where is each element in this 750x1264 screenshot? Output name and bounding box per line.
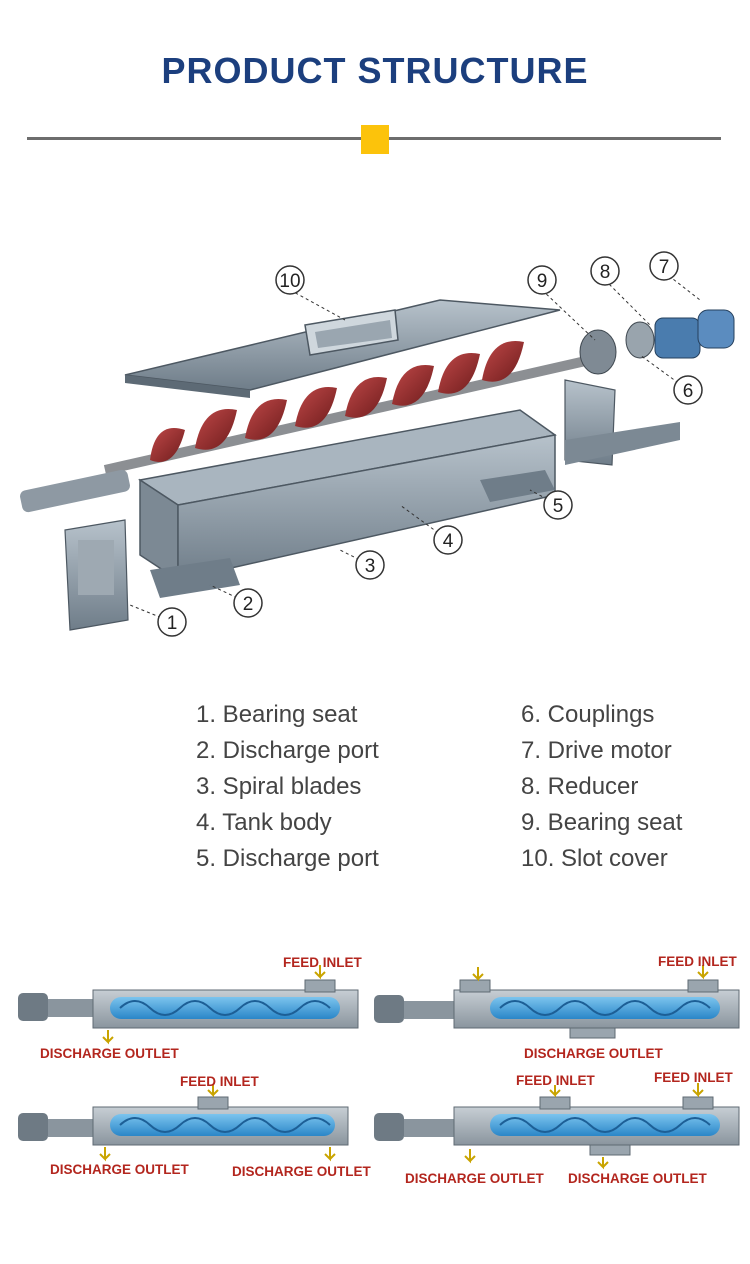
callout-1: 1: [167, 613, 178, 634]
v3-discharge-outlet-a: DISCHARGE OUTLET: [50, 1162, 190, 1177]
part-item: 8. Reducer: [521, 773, 639, 800]
v2-feed-inlet: FEED INLET: [658, 954, 738, 969]
parts-list-left: 1. Bearing seat 2. Discharge port 3. Spi…: [196, 697, 379, 877]
part-item: 10. Slot cover: [521, 845, 668, 872]
callout-2: 2: [243, 594, 254, 615]
part-item: 3. Spiral blades: [196, 773, 362, 800]
parts-list-right: 6. Couplings 7. Drive motor 8. Reducer 9…: [521, 697, 682, 877]
callout-7: 7: [659, 257, 670, 278]
slot-cover: [124, 299, 561, 398]
variant-2: FEED INLET DISCHARGE OUTLET: [374, 954, 740, 1061]
end-plate-right: [564, 379, 680, 466]
v4-discharge-outlet-a: DISCHARGE OUTLET: [405, 1171, 545, 1186]
callout-3: 3: [365, 556, 376, 577]
callout-9: 9: [537, 271, 548, 292]
part-item: 5. Discharge port: [196, 845, 379, 872]
v1-discharge-outlet: DISCHARGE OUTLET: [40, 1046, 180, 1061]
callout-5: 5: [553, 496, 564, 517]
v4-feed-inlet-b: FEED INLET: [654, 1070, 734, 1085]
accent-square: [361, 125, 389, 154]
page-title: PRODUCT STRUCTURE: [161, 50, 589, 91]
callout-8: 8: [600, 262, 611, 283]
bearing-seat-left: [20, 469, 130, 631]
v4-feed-inlet-a: FEED INLET: [516, 1073, 596, 1088]
v1-feed-inlet: FEED INLET: [283, 955, 363, 970]
part-item: 4. Tank body: [196, 809, 332, 836]
v2-discharge-outlet: DISCHARGE OUTLET: [524, 1046, 664, 1061]
part-item: 1. Bearing seat: [196, 701, 358, 728]
v4-discharge-outlet-b: DISCHARGE OUTLET: [568, 1171, 708, 1186]
variant-3: FEED INLET DISCHARGE OUTLET DISCHARGE OU…: [18, 1074, 372, 1179]
variant-4: FEED INLET FEED INLET DISCHARGE OUTLET D…: [374, 1070, 740, 1186]
v3-discharge-outlet-b: DISCHARGE OUTLET: [232, 1164, 372, 1179]
variant-1: FEED INLET DISCHARGE OUTLET: [18, 955, 363, 1061]
callout-6: 6: [683, 381, 694, 402]
part-item: 9. Bearing seat: [521, 809, 683, 836]
part-item: 2. Discharge port: [196, 737, 379, 764]
callout-bubbles: [157, 251, 703, 637]
callout-10: 10: [279, 271, 300, 292]
tank-body: [138, 409, 557, 598]
spiral-blades: [103, 341, 592, 475]
v3-feed-inlet: FEED INLET: [180, 1074, 260, 1089]
drive-assembly: [579, 309, 735, 375]
part-item: 6. Couplings: [521, 701, 655, 728]
callout-4: 4: [443, 531, 454, 552]
part-item: 7. Drive motor: [521, 737, 672, 764]
exploded-view-diagram: 10 9 8 7 6 5 4 3 2 1: [20, 251, 735, 637]
conveyor-variants: FEED INLET DISCHARGE OUTLET FEED INLET D…: [18, 954, 740, 1186]
